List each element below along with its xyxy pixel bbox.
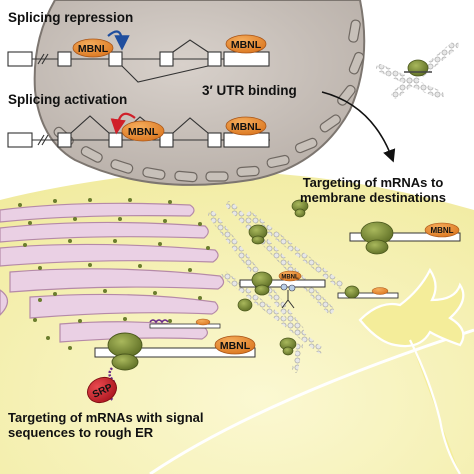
mbnl-label: MBNL [281,275,299,281]
ribosome-on-filament [404,60,432,76]
mbnl-label: MBNL [231,39,262,51]
label-membrane-targeting-line1: Targeting of mRNAs to [278,176,468,191]
label-membrane-targeting: Targeting of mRNAs to membrane destinati… [278,176,468,205]
mbnl-protein-2: MBNL [226,35,266,53]
mbnl-protein-4: MBNL [226,117,266,135]
mbnl-label: MBNL [78,43,109,55]
label-er-targeting-line2: sequences to rough ER [8,426,204,441]
mbnl-label: MBNL [231,121,262,133]
mbnl-protein-1: MBNL [73,39,113,57]
label-splicing-activation: Splicing activation [8,92,127,107]
label-splicing-repression: Splicing repression [8,10,133,25]
label-utr-binding: 3′ UTR binding [202,83,297,98]
label-membrane-targeting-line2: membrane destinations [278,191,468,206]
label-er-targeting-line1: Targeting of mRNAs with signal [8,411,204,426]
mbnl-label: MBNL [128,126,159,138]
mbnl-protein-3: MBNL [122,121,164,141]
label-er-targeting: Targeting of mRNAs with signal sequences… [8,411,204,440]
mbnl-label: MBNL [430,226,453,235]
mbnl-label: MBNL [220,340,251,352]
